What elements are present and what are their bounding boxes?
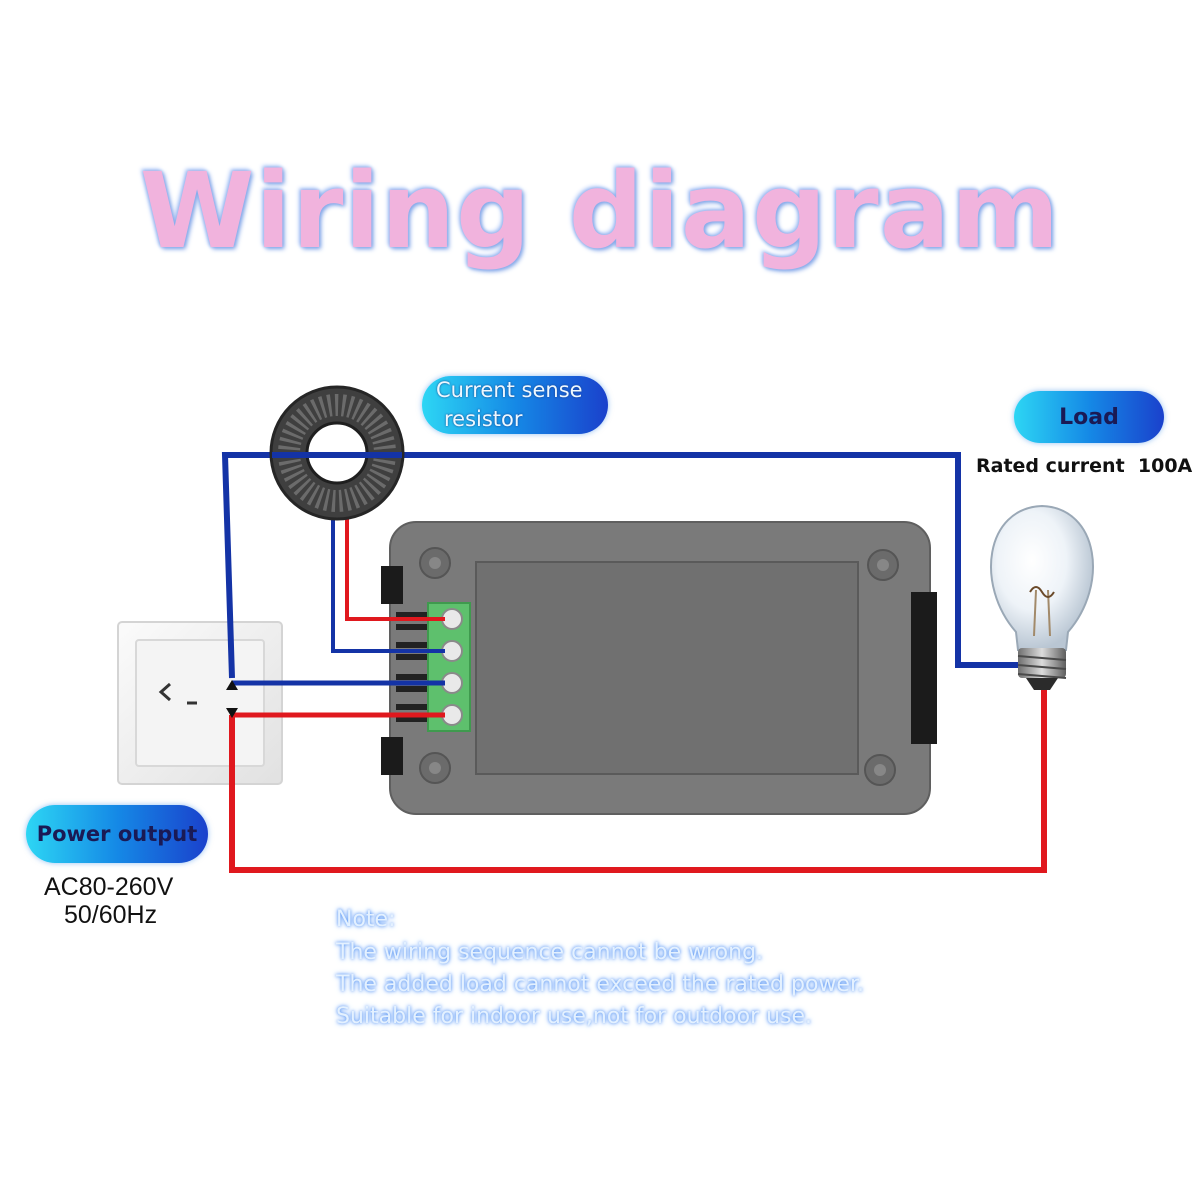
wires <box>221 452 1047 873</box>
neutral-wire-main <box>221 452 1022 679</box>
light-bulb-icon <box>990 504 1094 690</box>
load-text: Load <box>1059 404 1119 430</box>
current-sense-resistor-label: Current sense resistor <box>422 376 608 434</box>
note-line: Suitable for indoor use,not for outdoor … <box>336 1004 813 1029</box>
current-sense-line1: Current sense <box>436 378 583 402</box>
voltage-text: AC80-260V <box>44 873 174 901</box>
power-output-label: Power output <box>26 805 208 863</box>
current-sense-line2: resistor <box>444 407 523 431</box>
power-output-text: Power output <box>36 822 198 846</box>
sensor-blue-lead <box>331 500 445 653</box>
wall-socket-icon <box>117 621 283 785</box>
page-title: Wiring diagram <box>139 150 1061 272</box>
meter-module-icon <box>381 521 937 815</box>
rated-current-text: Rated current 100A <box>976 455 1193 477</box>
sensor-red-lead <box>345 500 445 621</box>
note-line: The added load cannot exceed the rated p… <box>336 972 864 997</box>
note-heading: Note: <box>336 907 396 932</box>
load-label: Load <box>1014 391 1164 443</box>
note-line: The wiring sequence cannot be wrong. <box>336 940 764 965</box>
frequency-text: 50/60Hz <box>64 901 158 929</box>
live-wire-main <box>229 690 1047 873</box>
current-sensor-ring-icon <box>269 385 405 521</box>
